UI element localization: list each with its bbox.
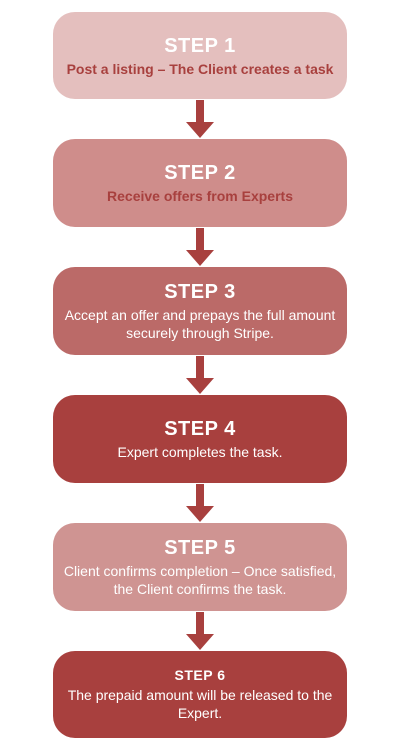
- step-6-title: STEP 6: [174, 667, 226, 683]
- step-6-box: STEP 6 The prepaid amount will be releas…: [53, 651, 347, 738]
- step-5-box: STEP 5 Client confirms completion – Once…: [53, 523, 347, 611]
- step-1-description: Post a listing – The Client creates a ta…: [66, 60, 334, 77]
- step-1-box: STEP 1 Post a listing – The Client creat…: [53, 12, 347, 99]
- arrow-down-icon: [186, 228, 214, 266]
- step-5-title: STEP 5: [164, 537, 236, 559]
- step-6-description: The prepaid amount will be released to t…: [67, 687, 333, 721]
- step-2-box: STEP 2 Receive offers from Experts: [53, 139, 347, 227]
- step-3-title: STEP 3: [164, 281, 236, 303]
- arrow-down-icon: [186, 356, 214, 394]
- arrow-down-icon: [186, 612, 214, 650]
- step-3-box: STEP 3 Accept an offer and prepays the f…: [53, 267, 347, 355]
- step-3-description: Accept an offer and prepays the full amo…: [64, 307, 336, 341]
- step-2-description: Receive offers from Experts: [107, 188, 293, 204]
- step-4-description: Expert completes the task.: [117, 444, 283, 460]
- step-5-description: Client confirms completion – Once satisf…: [63, 563, 337, 597]
- step-2-title: STEP 2: [164, 162, 236, 184]
- step-4-box: STEP 4 Expert completes the task.: [53, 395, 347, 483]
- arrow-down-icon: [186, 484, 214, 522]
- step-4-title: STEP 4: [164, 418, 236, 440]
- arrow-down-icon: [186, 100, 214, 138]
- step-1-title: STEP 1: [164, 34, 236, 57]
